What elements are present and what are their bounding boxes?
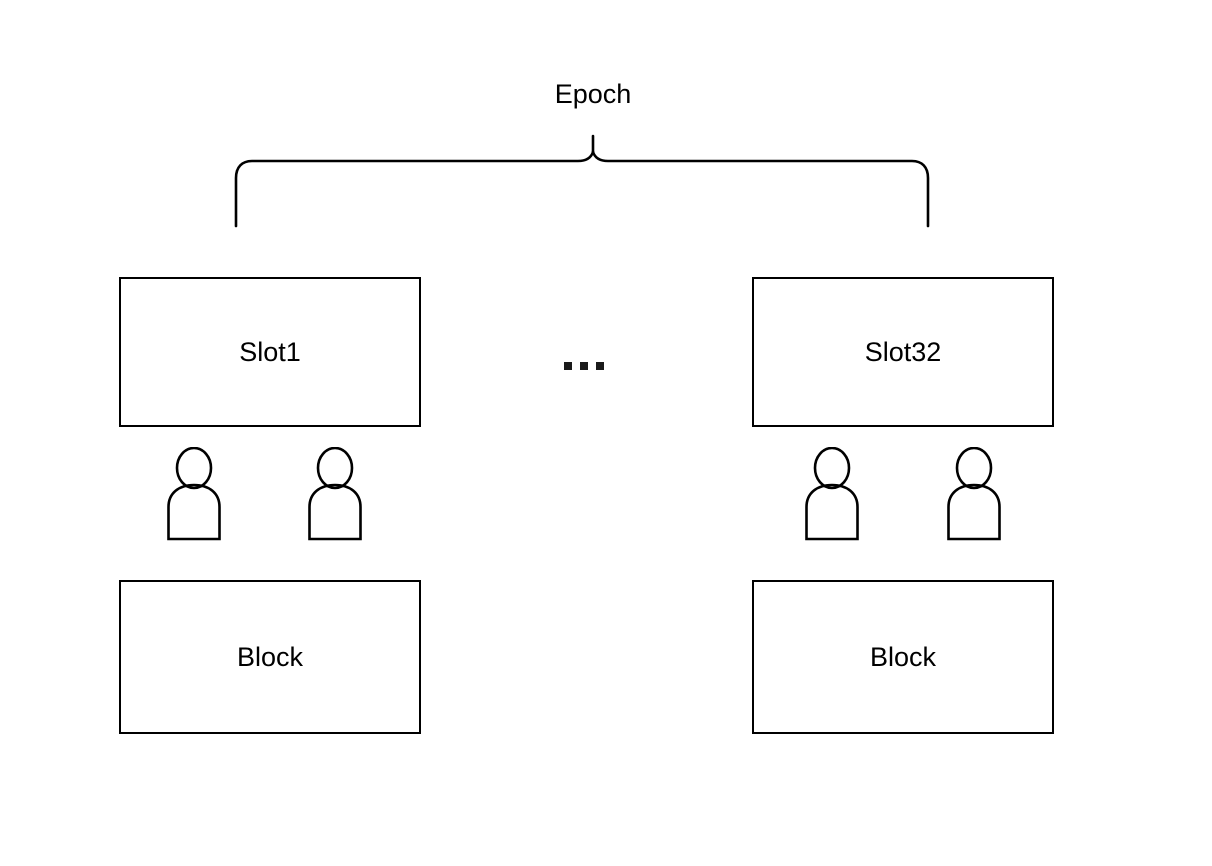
slot-box-32-label: Slot32 (864, 337, 942, 367)
ellipsis-indicator (564, 360, 604, 372)
ellipsis-dot (596, 362, 604, 370)
person-head-icon (175, 447, 213, 490)
validator-person-icon (803, 447, 861, 543)
person-body-icon (308, 483, 362, 541)
person-body-icon (167, 483, 221, 541)
block-box-2[interactable]: Block (752, 580, 1054, 734)
person-head-icon (955, 447, 993, 490)
block-box-1-label: Block (236, 642, 304, 672)
block-box-1[interactable]: Block (119, 580, 421, 734)
validator-person-icon (945, 447, 1003, 543)
person-body-icon (805, 483, 859, 541)
slot-box-1-label: Slot1 (239, 337, 301, 367)
validator-person-icon (306, 447, 364, 543)
ellipsis-dot (580, 362, 588, 370)
person-body-icon (947, 483, 1001, 541)
block-box-2-label: Block (869, 642, 937, 672)
slot-box-32[interactable]: Slot32 (752, 277, 1054, 427)
validator-person-icon (165, 447, 223, 543)
slot-box-1[interactable]: Slot1 (119, 277, 421, 427)
person-head-icon (316, 447, 354, 490)
ellipsis-dot (564, 362, 572, 370)
epoch-label: Epoch (554, 79, 632, 109)
person-head-icon (813, 447, 851, 490)
